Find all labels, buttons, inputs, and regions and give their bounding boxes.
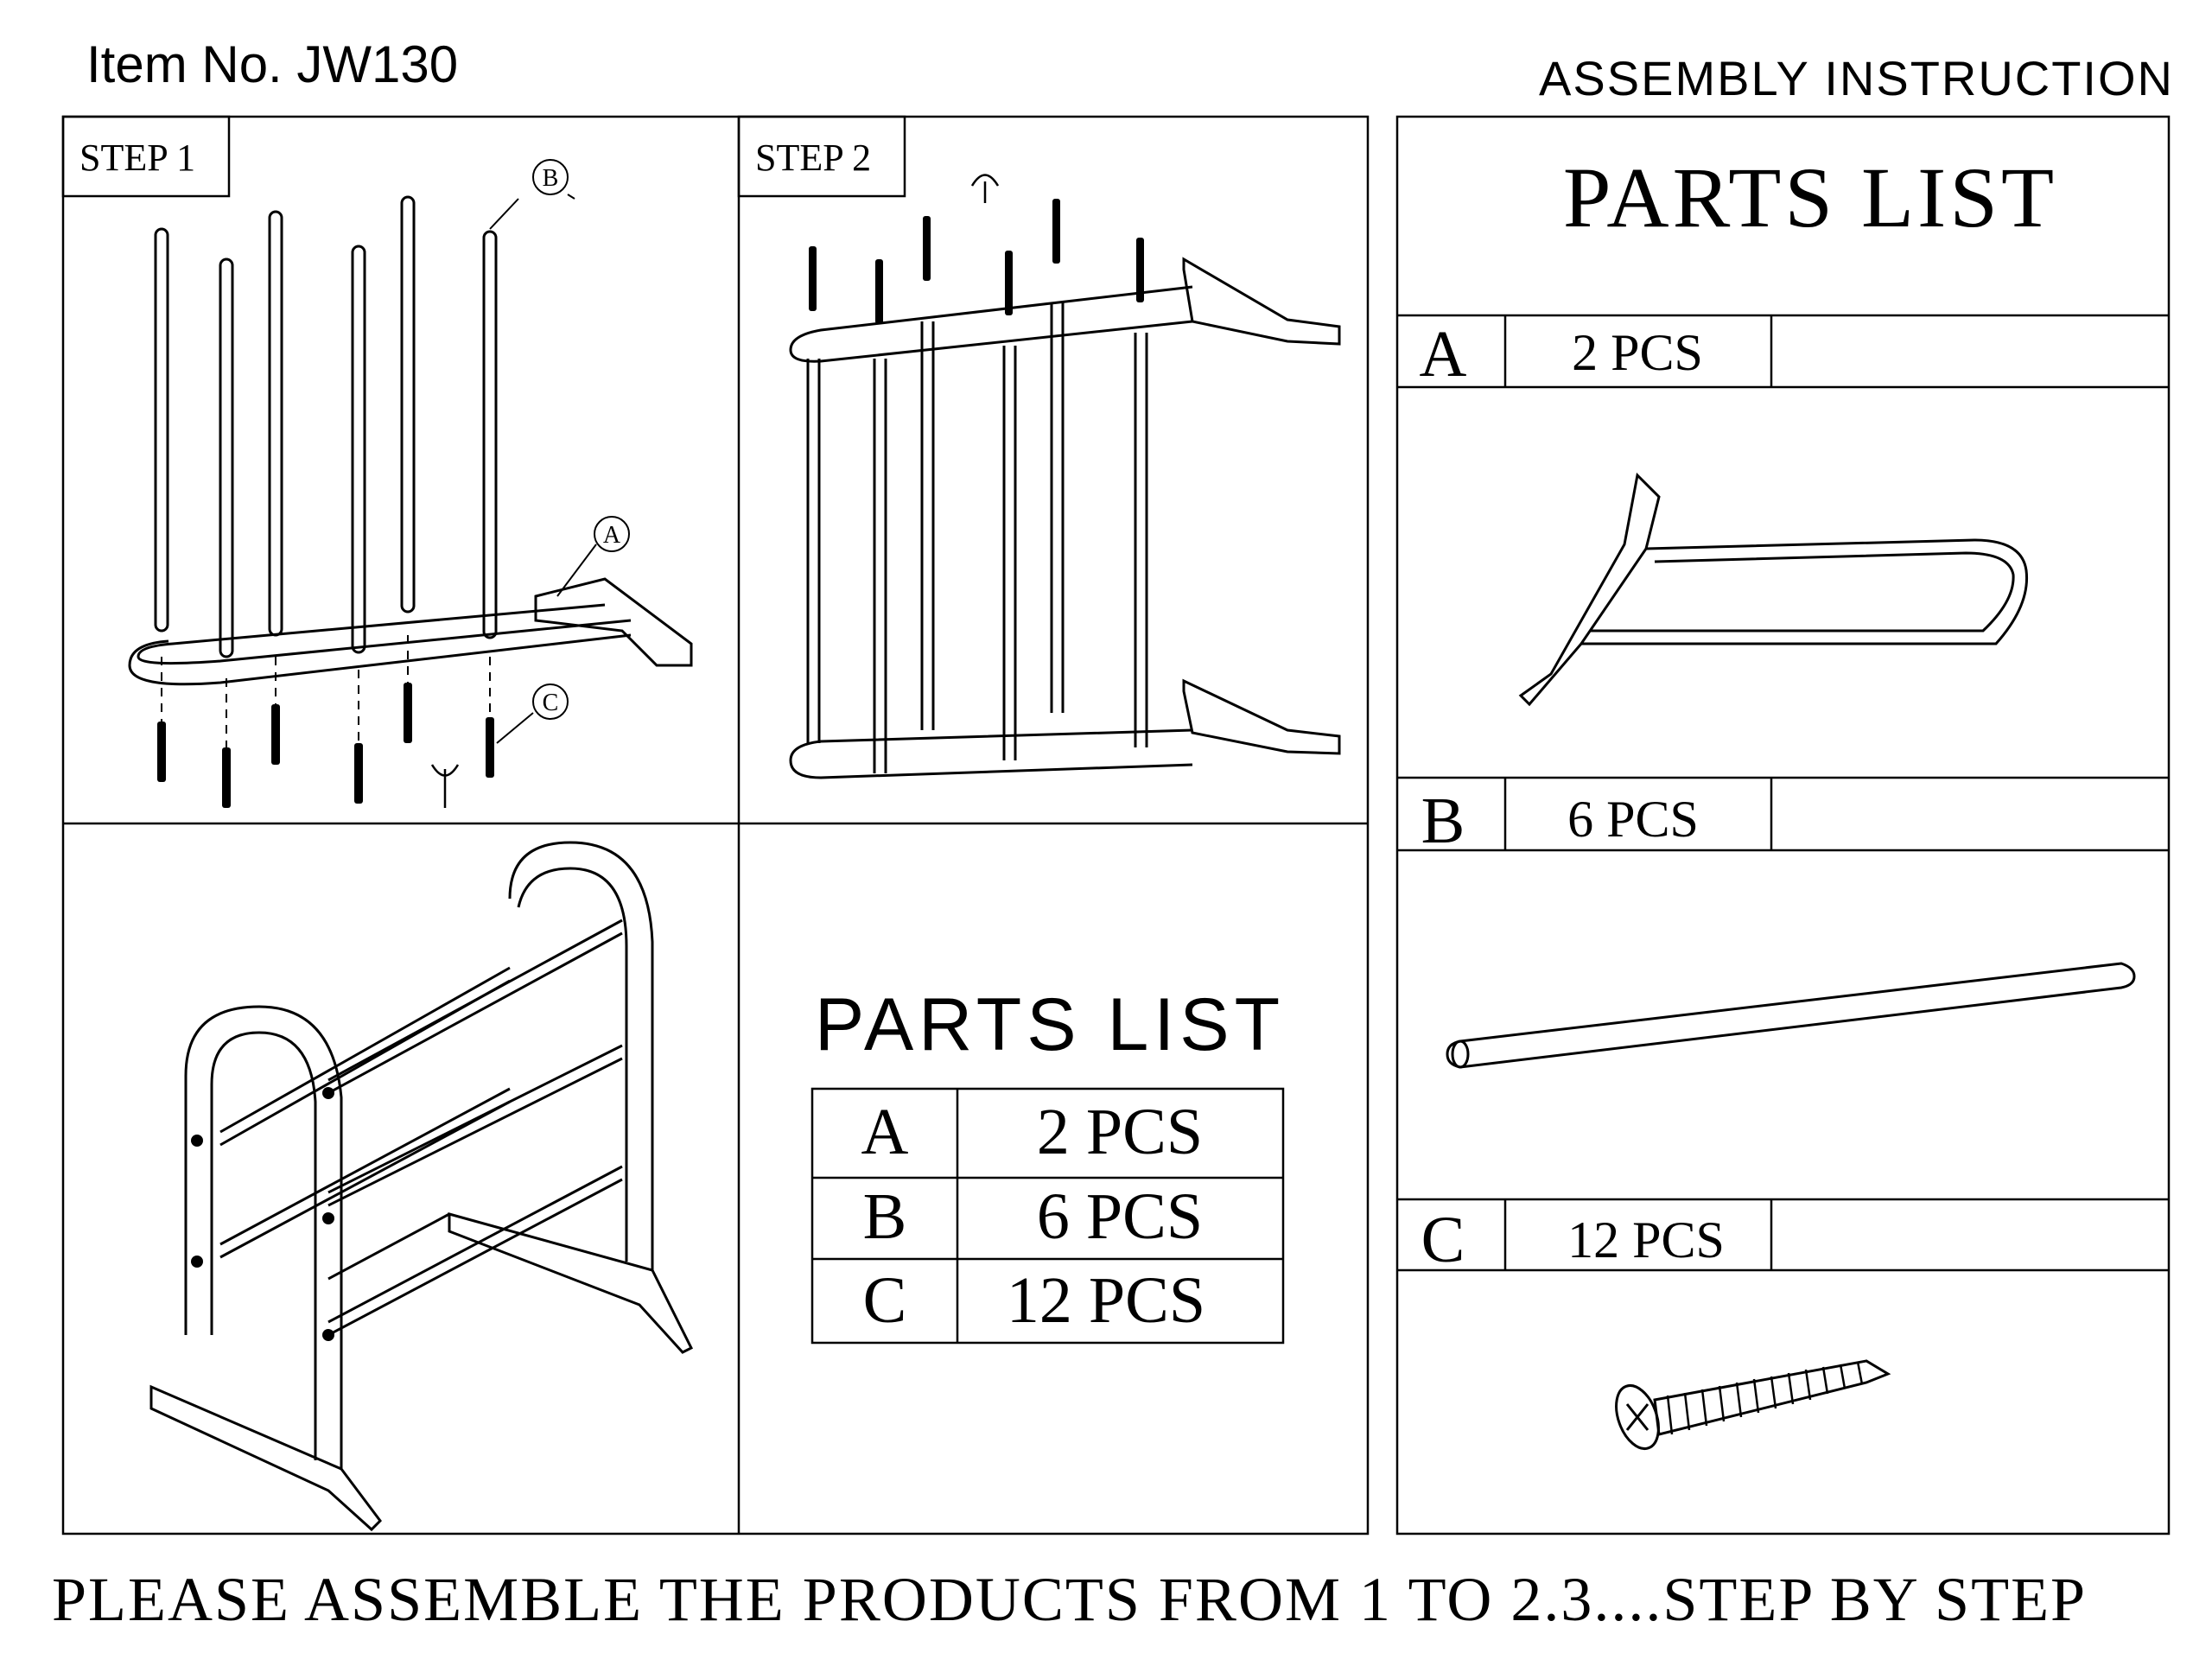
callout-a-circle (594, 516, 630, 552)
step2-illustration (789, 257, 1341, 779)
mini-row-b-part: B (863, 1180, 907, 1253)
part-b-label: B (1421, 785, 1465, 857)
parts-list-frame (1395, 115, 2171, 1535)
u-frame-base-icon (1518, 472, 2029, 707)
dowel-rod-icon (1446, 962, 2136, 1069)
step2-label-box (737, 115, 906, 198)
mini-parts-list-heading: PARTS LIST (815, 983, 1285, 1066)
part-a-qty: 2 PCS (1572, 324, 1703, 381)
mini-row-b-qty: 6 PCS (1037, 1180, 1203, 1253)
item-number: Item No. JW130 (86, 35, 459, 93)
callout-a: A (603, 522, 621, 549)
assembled-rack-illustration (149, 841, 694, 1532)
mini-row-a-qty: 2 PCS (1037, 1096, 1203, 1168)
step1-label: STEP 1 (79, 137, 195, 179)
step1-label-box (61, 115, 231, 198)
mini-parts-table (810, 1087, 1285, 1345)
step2-screws (809, 199, 1144, 324)
document-title: ASSEMBLY INSTRUCTION (1539, 51, 2174, 105)
part-c-label: C (1421, 1204, 1465, 1276)
part-a-label: A (1420, 318, 1467, 391)
turn-arrow-icon (430, 764, 460, 808)
callout-c: C (543, 690, 559, 716)
parts-list-heading: PARTS LIST (1563, 149, 2057, 245)
mini-row-c-qty: 12 PCS (1007, 1264, 1205, 1337)
mini-row-c-part: C (863, 1264, 907, 1337)
part-b-qty: 6 PCS (1567, 791, 1699, 848)
step1-screws (157, 683, 494, 808)
turn-arrow-icon (970, 174, 1000, 203)
callout-b-circle (532, 159, 569, 195)
callout-c-circle (532, 683, 569, 720)
assembly-instruction-footer: PLEASE ASSEMBLE THE PRODUCTS FROM 1 TO 2… (52, 1565, 2088, 1634)
mini-row-a-part: A (861, 1096, 909, 1168)
step1-illustration (128, 195, 693, 747)
steps-grid-frame (61, 115, 1370, 1535)
screw-icon (1615, 1359, 1891, 1450)
callout-b: B (543, 165, 559, 192)
part-c-qty: 12 PCS (1567, 1211, 1725, 1268)
rack-dowel-holes (191, 1087, 334, 1341)
step2-label: STEP 2 (755, 137, 871, 179)
